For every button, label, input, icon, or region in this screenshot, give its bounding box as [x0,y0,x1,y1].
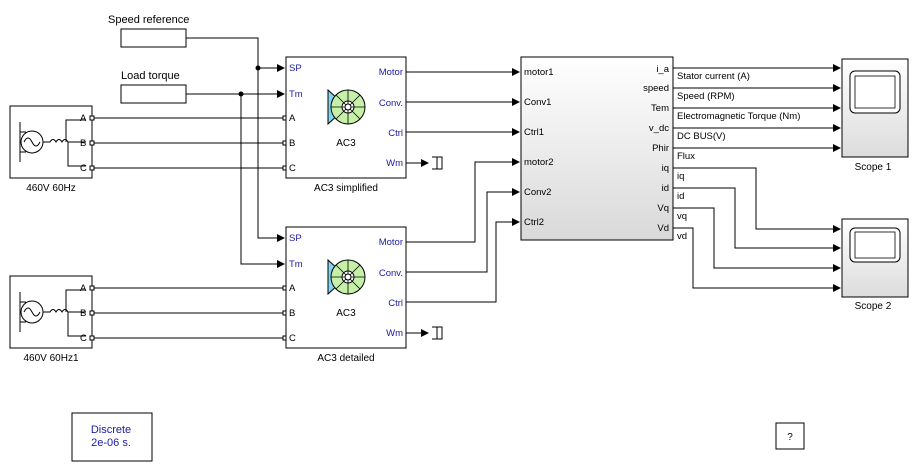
drive-out-conv: Conv. [379,268,403,279]
drive-output-wires [406,68,520,303]
scope-1[interactable]: Scope 1 [841,58,909,173]
drive-in-b: B [289,138,295,149]
signal-label: Electromagnetic Torque (Nm) [677,111,800,122]
drive-caption: AC3 detailed [317,353,374,364]
drive-in-sp: SP [289,233,302,244]
powergui-mode: Discrete [91,424,131,436]
help-block[interactable]: ? [775,422,805,450]
selector-box[interactable] [520,56,674,241]
wm-terminator-1 [406,156,443,170]
sine-source-icon [19,119,86,167]
signal-selector-block[interactable]: motor1 Conv1 Ctrl1 motor2 Conv2 Ctrl2 i_… [520,56,674,241]
source-port-a: A [80,283,87,294]
speed-reference-constant[interactable] [120,28,187,48]
drive-out-conv: Conv. [379,98,403,109]
signal-label: Speed (RPM) [677,91,735,102]
drive-out-wm: Wm [386,328,403,339]
signal-label: vq [677,211,687,222]
drive-in-sp: SP [289,63,302,74]
drive-caption: AC3 simplified [314,183,378,194]
source-port-a: A [80,113,87,124]
drive-block-detailed[interactable]: SP Tm A B C Motor Conv. Ctrl Wm AC3 AC3 … [285,226,407,364]
selector-in: Conv2 [524,187,551,198]
load-torque-label: Load torque [121,70,180,82]
selector-in: Conv1 [524,97,551,108]
signal-label: Stator current (A) [677,71,750,82]
speed-reference-label: Speed reference [108,14,189,26]
drive-out-wm: Wm [386,158,403,169]
selector-out: Vq [657,203,669,214]
selector-out: id [662,183,669,194]
signal-label: id [677,191,684,202]
scope-wires [673,64,841,292]
signal-label: DC BUS(V) [677,131,726,142]
selector-in: motor2 [524,157,554,168]
selector-out: i_a [656,64,669,75]
drive-in-c: C [289,333,296,344]
source-port-b: B [80,308,86,319]
powergui-block[interactable]: Discrete 2e-06 s. [71,412,153,462]
selector-out: iq [662,163,669,174]
drive-block-simplified[interactable]: SP Tm A B C Motor Conv. Ctrl Wm AC3 AC3 … [285,56,407,194]
sine-source-icon [19,289,86,337]
source-port-c: C [80,333,87,344]
drive-in-tm: Tm [289,259,303,270]
selector-out: speed [643,83,669,94]
drive-center-label: AC3 [336,138,356,149]
drive-center-label: AC3 [336,308,356,319]
signal-label: vd [677,231,687,242]
signal-label: iq [677,171,684,182]
selector-out: Tem [651,103,669,114]
drive-out-ctrl: Ctrl [388,298,403,309]
source-caption: 460V 60Hz1 [23,353,78,364]
drive-in-tm: Tm [289,89,303,100]
drive-in-b: B [289,308,295,319]
drive-in-a: A [289,283,296,294]
drive-in-c: C [289,163,296,174]
selector-out: Vd [657,223,669,234]
selector-in: motor1 [524,67,554,78]
wm-terminator-2 [406,326,443,340]
drive-out-ctrl: Ctrl [388,128,403,139]
power-wires [94,115,288,341]
source-port-b: B [80,138,86,149]
help-label: ? [787,432,793,443]
scope-2[interactable]: Scope 2 [841,218,909,312]
drive-out-motor: Motor [379,67,403,78]
help-button[interactable] [775,422,805,450]
source-block-1[interactable]: A B C 460V 60Hz [9,105,95,194]
induction-motor-icon [327,88,366,126]
input-wires [186,37,285,268]
source-port-c: C [80,163,87,174]
induction-motor-icon [327,258,366,296]
speed-reference-block[interactable]: Speed reference [108,14,189,48]
source-caption: 460V 60Hz [26,183,75,194]
powergui-box[interactable] [71,412,153,462]
signal-labels: Stator current (A) Speed (RPM) Electroma… [677,71,800,242]
scope-caption: Scope 2 [855,301,892,312]
load-torque-constant[interactable] [120,84,187,104]
selector-in: Ctrl2 [524,217,544,228]
selector-out: Phir [652,143,669,154]
selector-out: v_dc [649,123,669,134]
selector-in: Ctrl1 [524,127,544,138]
powergui-sample-time: 2e-06 s. [91,437,131,449]
drive-in-a: A [289,113,296,124]
scope-caption: Scope 1 [855,162,892,173]
signal-label: Flux [677,151,695,162]
load-torque-block[interactable]: Load torque [120,70,187,104]
source-block-2[interactable]: A B C 460V 60Hz1 [9,275,95,364]
drive-out-motor: Motor [379,237,403,248]
